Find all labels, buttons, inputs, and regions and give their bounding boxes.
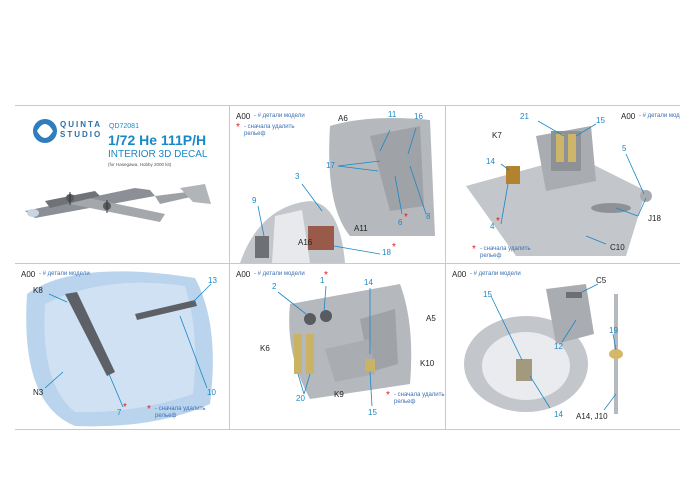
sidewall-illustration bbox=[240, 118, 435, 263]
label-18: 18 bbox=[382, 248, 391, 257]
star-6: * bbox=[404, 212, 408, 223]
label-11: 11 bbox=[388, 110, 397, 119]
product-subtitle: INTERIOR 3D DECAL bbox=[108, 149, 208, 160]
star-18: * bbox=[392, 242, 396, 253]
label-6: 6 bbox=[398, 218, 403, 227]
legend-code: A00 bbox=[236, 112, 251, 121]
label-21: 21 bbox=[520, 112, 529, 121]
label-a5: A5 bbox=[426, 314, 436, 323]
divider-h1 bbox=[15, 263, 680, 264]
legend-star: * bbox=[236, 122, 240, 133]
label-a6: A6 bbox=[338, 114, 348, 123]
legend-remove-relief: - сначала удалить bbox=[155, 406, 206, 412]
legend-model-parts: - # детали модели bbox=[254, 271, 305, 277]
label-j18: J18 bbox=[648, 214, 661, 223]
label-19: 19 bbox=[609, 326, 618, 335]
divider-v2 bbox=[445, 105, 446, 430]
label-c5: C5 bbox=[596, 276, 607, 285]
label-14: 14 bbox=[554, 410, 563, 419]
instruction-sheet: QUINTA STUDIO QD72081 1/72 He 111P/H INT… bbox=[15, 105, 680, 430]
legend-model-parts: - # детали модели bbox=[639, 113, 680, 119]
canopy-illustration bbox=[26, 271, 213, 427]
label-5: 5 bbox=[622, 144, 627, 153]
panel-cockpit-sidewall: A00 - # детали модели * - сначала удалит… bbox=[230, 106, 445, 263]
label-4: 4 bbox=[490, 222, 495, 231]
label-10: 10 bbox=[207, 388, 216, 397]
label-c10: C10 bbox=[610, 243, 625, 252]
label-14: 14 bbox=[364, 278, 373, 287]
label-16: 16 bbox=[414, 112, 423, 121]
label-20: 20 bbox=[296, 394, 305, 403]
label-k6: K6 bbox=[260, 344, 270, 353]
star-7: * bbox=[123, 402, 127, 413]
label-14: 14 bbox=[486, 157, 495, 166]
legend-code: A00 bbox=[236, 270, 251, 279]
legend-code: A00 bbox=[452, 270, 467, 279]
label-k9: K9 bbox=[334, 390, 344, 399]
legend-remove-relief-2: рельеф bbox=[480, 253, 502, 259]
label-12: 12 bbox=[554, 342, 563, 351]
label-k7: K7 bbox=[492, 131, 502, 140]
label-k10: K10 bbox=[420, 359, 435, 368]
seats-illustration bbox=[466, 120, 652, 256]
panel-seats: A00 - # детали модели 21 15 K7 5 14 4 * … bbox=[446, 106, 680, 263]
panel-canopy: A00 - # детали модели K8 13 N3 7 * 10 * … bbox=[15, 264, 229, 429]
legend-model-parts: - # детали модели bbox=[254, 113, 305, 119]
label-13: 13 bbox=[208, 276, 217, 285]
legend-remove-relief-2: рельеф bbox=[244, 131, 266, 137]
legend-remove-relief-2: рельеф bbox=[394, 399, 416, 405]
label-9: 9 bbox=[252, 196, 257, 205]
label-n3: N3 bbox=[33, 388, 44, 397]
legend-remove-relief: - сначала удалить bbox=[480, 246, 531, 252]
brand-name: QUINTA bbox=[60, 120, 103, 129]
legend-star: * bbox=[147, 404, 151, 415]
pilot-station-illustration bbox=[277, 284, 412, 407]
title-panel: QUINTA STUDIO QD72081 1/72 He 111P/H INT… bbox=[15, 106, 229, 263]
legend-model-parts: - # детали модели bbox=[470, 271, 521, 277]
label-1: 1 bbox=[320, 276, 325, 285]
legend-remove-relief-2: рельеф bbox=[155, 413, 177, 419]
brand-name-2: STUDIO bbox=[60, 130, 103, 139]
label-15: 15 bbox=[368, 408, 377, 417]
turret-illustration bbox=[464, 283, 623, 414]
label-15: 15 bbox=[596, 116, 605, 125]
product-title: 1/72 He 111P/H bbox=[108, 132, 207, 148]
divider-top bbox=[15, 105, 680, 106]
label-7: 7 bbox=[117, 408, 122, 417]
legend-remove-relief: - сначала удалить bbox=[244, 124, 295, 130]
panel-pilot-station: A00 - # детали модели 2 1 * 14 A5 K6 K10… bbox=[230, 264, 445, 429]
kit-note: (for Hasegawa, Hobby 2000 kit) bbox=[108, 162, 172, 167]
panel-nose-turret: A00 - # детали модели C5 15 12 19 14 A14… bbox=[446, 264, 680, 429]
legend-model-parts: - # детали модели bbox=[39, 271, 90, 277]
divider-bottom bbox=[15, 429, 680, 430]
legend-remove-relief: - сначала удалить bbox=[394, 392, 445, 398]
legend-code: A00 bbox=[21, 270, 36, 279]
legend-star: * bbox=[472, 244, 476, 255]
star-4: * bbox=[496, 216, 500, 227]
airplane-illustration bbox=[25, 184, 211, 222]
label-3: 3 bbox=[295, 172, 300, 181]
star-1: * bbox=[324, 270, 328, 281]
label-a16: A16 bbox=[298, 238, 313, 247]
label-k8: K8 bbox=[33, 286, 43, 295]
product-code: QD72081 bbox=[109, 123, 139, 130]
brand-logo bbox=[25, 119, 211, 222]
label-15: 15 bbox=[483, 290, 492, 299]
label-a14-j10: A14, J10 bbox=[576, 412, 608, 421]
label-2: 2 bbox=[272, 282, 277, 291]
legend-code: A00 bbox=[621, 112, 636, 121]
divider-v1 bbox=[229, 105, 230, 430]
label-a11: A11 bbox=[354, 224, 368, 233]
legend-star: * bbox=[386, 390, 390, 401]
label-17: 17 bbox=[326, 161, 335, 170]
label-8: 8 bbox=[426, 212, 431, 221]
